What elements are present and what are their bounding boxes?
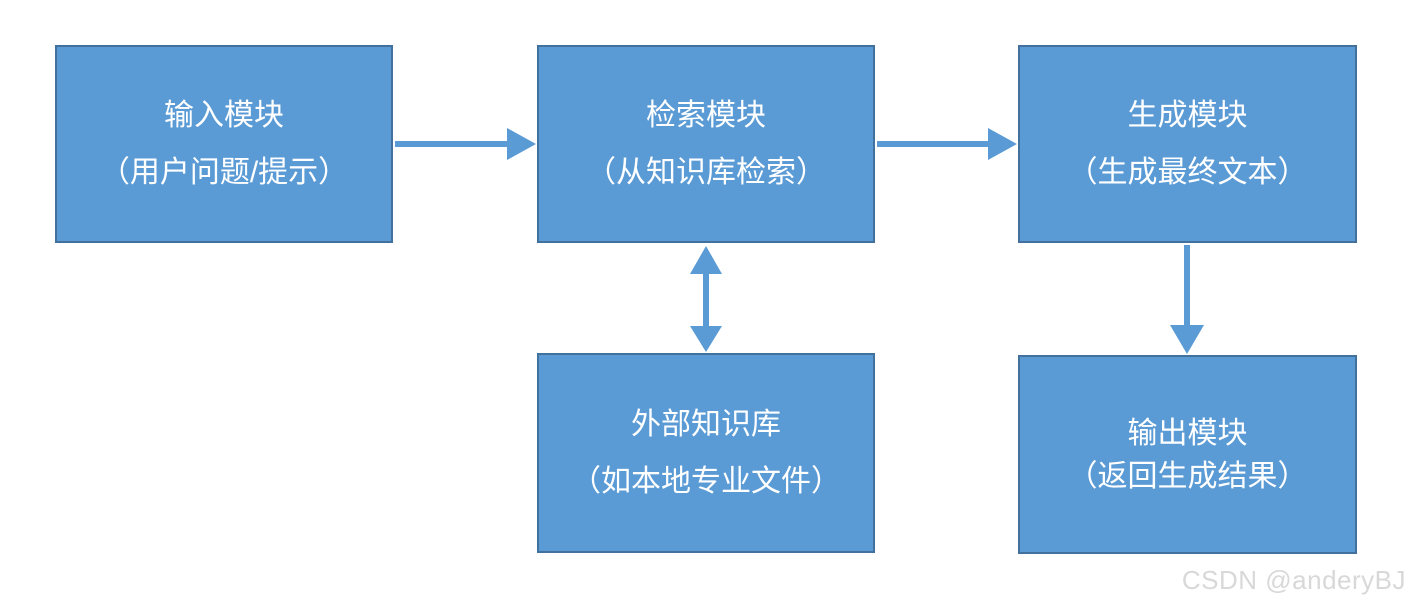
watermark: CSDN @anderyBJ — [1181, 565, 1406, 595]
node-retrieval-module: 检索模块 （从知识库检索） — [537, 45, 875, 243]
node-title: 生成模块 — [1127, 99, 1248, 132]
node-subtitle: （生成最终文本） — [1067, 156, 1308, 189]
node-title: 外部知识库 — [631, 408, 781, 441]
node-subtitle: （如本地专业文件） — [571, 465, 841, 498]
node-input-module: 输入模块 （用户问题/提示） — [55, 45, 393, 243]
arrow-generation-to-output-icon — [1170, 245, 1204, 354]
node-subtitle: （用户问题/提示） — [99, 156, 349, 189]
node-generation-module: 生成模块 （生成最终文本） — [1018, 45, 1357, 243]
node-title: 输出模块 — [1127, 416, 1248, 450]
arrow-retrieval-knowledge-bidirectional-icon — [690, 246, 722, 352]
node-title: 检索模块 — [646, 99, 766, 132]
node-subtitle: （从知识库检索） — [586, 156, 826, 189]
node-external-knowledge-base: 外部知识库 （如本地专业文件） — [537, 353, 875, 553]
node-output-module: 输出模块 （返回生成结果） — [1018, 355, 1357, 554]
node-subtitle: （返回生成结果） — [1067, 459, 1308, 493]
arrow-retrieval-to-generation-icon — [877, 128, 1017, 160]
node-title: 输入模块 — [164, 99, 284, 132]
arrow-input-to-retrieval-icon — [395, 128, 536, 160]
